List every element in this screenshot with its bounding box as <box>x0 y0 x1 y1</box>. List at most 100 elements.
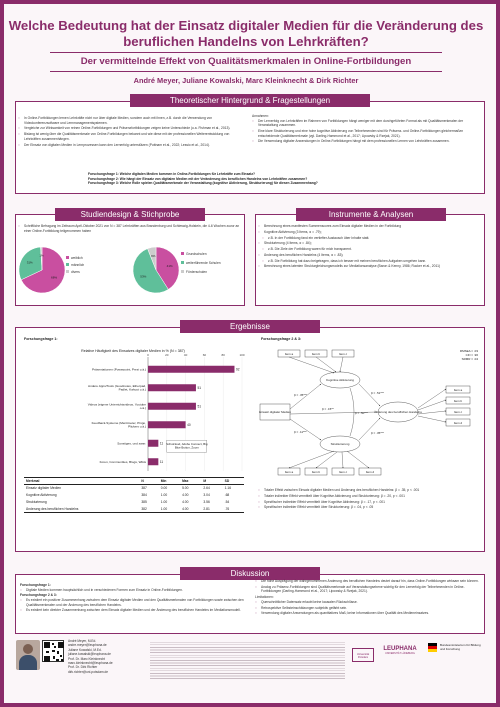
node-label-activation: Kognitive Aktivierung <box>326 378 354 382</box>
contact-email[interactable]: marc.kleinknecht@leuphana.de <box>68 661 113 666</box>
instrument-example: z.B. Die Ziele der Fortbildung waren für… <box>258 247 480 252</box>
reference-lines <box>150 640 345 680</box>
assumption: Der Lernerfolg von Lehrkräften im Rahmen… <box>252 119 477 128</box>
discussion-fq23: Forschungsfrage 2 & 3: <box>20 593 57 598</box>
item-label: Item b <box>312 470 321 474</box>
table-header: Merkmal <box>24 477 140 485</box>
x-tick-label: 0 <box>147 353 149 357</box>
assumption: Eine klare Strukturierung und eine hohe … <box>252 129 477 138</box>
item-label: Item a <box>285 352 294 356</box>
qr-code-icon[interactable] <box>42 640 64 662</box>
value-label: 11 <box>160 441 164 445</box>
contact-email[interactable]: dirk.richter@uni-potsdam.de <box>68 669 109 674</box>
author-photo <box>16 640 40 670</box>
legend-label: divers <box>71 269 80 274</box>
results-box <box>15 327 485 552</box>
research-question-1: Forschungsfrage 1: Welche digitalen Medi… <box>88 172 255 176</box>
leuphana-logo: LEUPHANA UNIVERSITÄT LÜNEBURG <box>380 646 420 666</box>
table-cell: Einsatz digitaler Medien <box>26 486 62 491</box>
photo-body <box>19 655 37 670</box>
background-point: Bislang ist wenig über die Qualitätsmerk… <box>18 132 243 141</box>
item-label: Item d <box>454 421 463 425</box>
limitations-label: Limitationen: <box>255 595 274 600</box>
references <box>150 640 345 680</box>
item-label: Item c <box>339 470 348 474</box>
path-media-to-activation <box>289 383 322 410</box>
instrument-example: z.B. Die Fortbildung hat dazu beigetrage… <box>258 259 480 264</box>
poster-subtitle: Der vermittelnde Effekt von Qualitätsmer… <box>80 56 412 67</box>
category-label: Andere Apps/Tools (Goodnotes, Etherpad,P… <box>88 384 146 392</box>
research-questions: Forschungsfrage 1: Welche digitalen Medi… <box>88 172 418 186</box>
path-structuring-to-behavior <box>358 417 381 441</box>
legend-entry: divers <box>66 268 84 275</box>
path-media-to-structuring <box>289 418 322 441</box>
table-cell: 3.56 <box>203 500 210 504</box>
table-header-row: Merkmal N Min Max M SD <box>24 477 244 485</box>
indicator-item <box>358 467 382 476</box>
contact-email[interactable]: juliane.kowalski@leuphana.de <box>68 652 111 657</box>
contact-email[interactable]: andre.meyer@leuphana.de <box>68 643 107 648</box>
path-activation-structuring <box>349 387 355 437</box>
section-title-design: Studiendesign & Stichprobe <box>55 208 205 221</box>
coef-media-activation: β = .35*** <box>294 393 308 397</box>
design-text: Schriftliche Befragung im Zeitraum April… <box>18 224 240 234</box>
value-label: 51 <box>197 404 201 408</box>
pie-slice-label: 31% <box>27 261 33 265</box>
coef-media-behavior: β = .15** <box>322 407 334 411</box>
table-cell: 384 <box>141 493 147 497</box>
school-pie: 41%53%6% <box>132 246 180 294</box>
limitation-point: Retrospektive Selbsteinschätzungen subje… <box>255 606 480 611</box>
section-title-instruments: Instrumente & Analysen <box>296 208 446 221</box>
item-label: Item a <box>285 470 294 474</box>
latent-structuring <box>319 435 361 453</box>
category-label: Feedback-Systeme (Mentimeter, Pingo,Plic… <box>92 421 146 429</box>
pie-slice-label: 41% <box>167 264 173 268</box>
x-tick-label: 60 <box>203 353 207 357</box>
discussion-point: Es existiert kein direkter Zusammenhang … <box>20 608 245 613</box>
node-label-structuring: Strukturierung <box>331 442 350 446</box>
discussion-right: Die hohe Ausprägung der wahrgenommenen Ä… <box>255 579 480 617</box>
value-label: 11 <box>160 460 164 464</box>
pie-slice-label: 6% <box>151 254 156 258</box>
legend-swatch <box>181 270 184 273</box>
indicator-item <box>445 418 471 427</box>
contact-line: Juliane Kowalski, M.Ed. <box>68 647 102 652</box>
manifest-digital-media <box>259 403 291 421</box>
gender-pie: 68%31%1% <box>18 246 66 294</box>
fit-rmsea: RMSEA = .03 <box>460 349 478 353</box>
sample-pies: 68%31%1% 41%53%6% <box>18 246 180 294</box>
table-cell: 382 <box>139 505 159 513</box>
logo-text: LEUPHANA <box>383 646 417 652</box>
table-cell: .54 <box>224 500 230 504</box>
table-cell: Strukturierung <box>26 500 47 504</box>
annotation-box <box>166 440 207 453</box>
assumption: Die Verwendung digitaler Anwendungen in … <box>252 139 477 144</box>
legend-swatch <box>66 270 69 273</box>
contact-line: Prof. Dr. Marc Kleinknecht <box>68 656 106 661</box>
category-label: Videos (eigene Unterrichtsvideos, Youtub… <box>88 402 147 410</box>
value-label: 92 <box>236 367 240 371</box>
table-cell: 1.00 <box>160 493 168 497</box>
pie-slice <box>20 246 66 294</box>
gender-legend: weiblich männlich divers <box>66 254 84 275</box>
legend-label: Förderschulen <box>186 269 208 274</box>
photo-head <box>23 644 33 654</box>
coef-structuring-behavior: β = .35*** <box>371 431 385 435</box>
bmbf-logo: Bundesministerium für Bildung und Forsch… <box>428 643 484 669</box>
results-fq1-label: Forschungsfrage 1: <box>24 337 58 341</box>
effect-total: Totaler Effekt zwischen Einsatz digitale… <box>258 488 480 493</box>
subtitle-divider <box>50 71 442 72</box>
discussion-left: Forschungsfrage 1: Digitale Medien komme… <box>20 583 245 614</box>
limitation-point: Verwendung digitaler Anwendungen als qua… <box>255 611 480 616</box>
legend-label: Grundschulen <box>186 251 207 256</box>
path-media-to-behavior <box>289 411 378 415</box>
legend-swatch <box>181 252 184 255</box>
logo-text: Universität Potsdam <box>356 653 370 659</box>
legend-entry: weiblich <box>66 254 84 261</box>
table-cell: 385 <box>141 500 147 504</box>
pie-slice <box>18 246 43 281</box>
